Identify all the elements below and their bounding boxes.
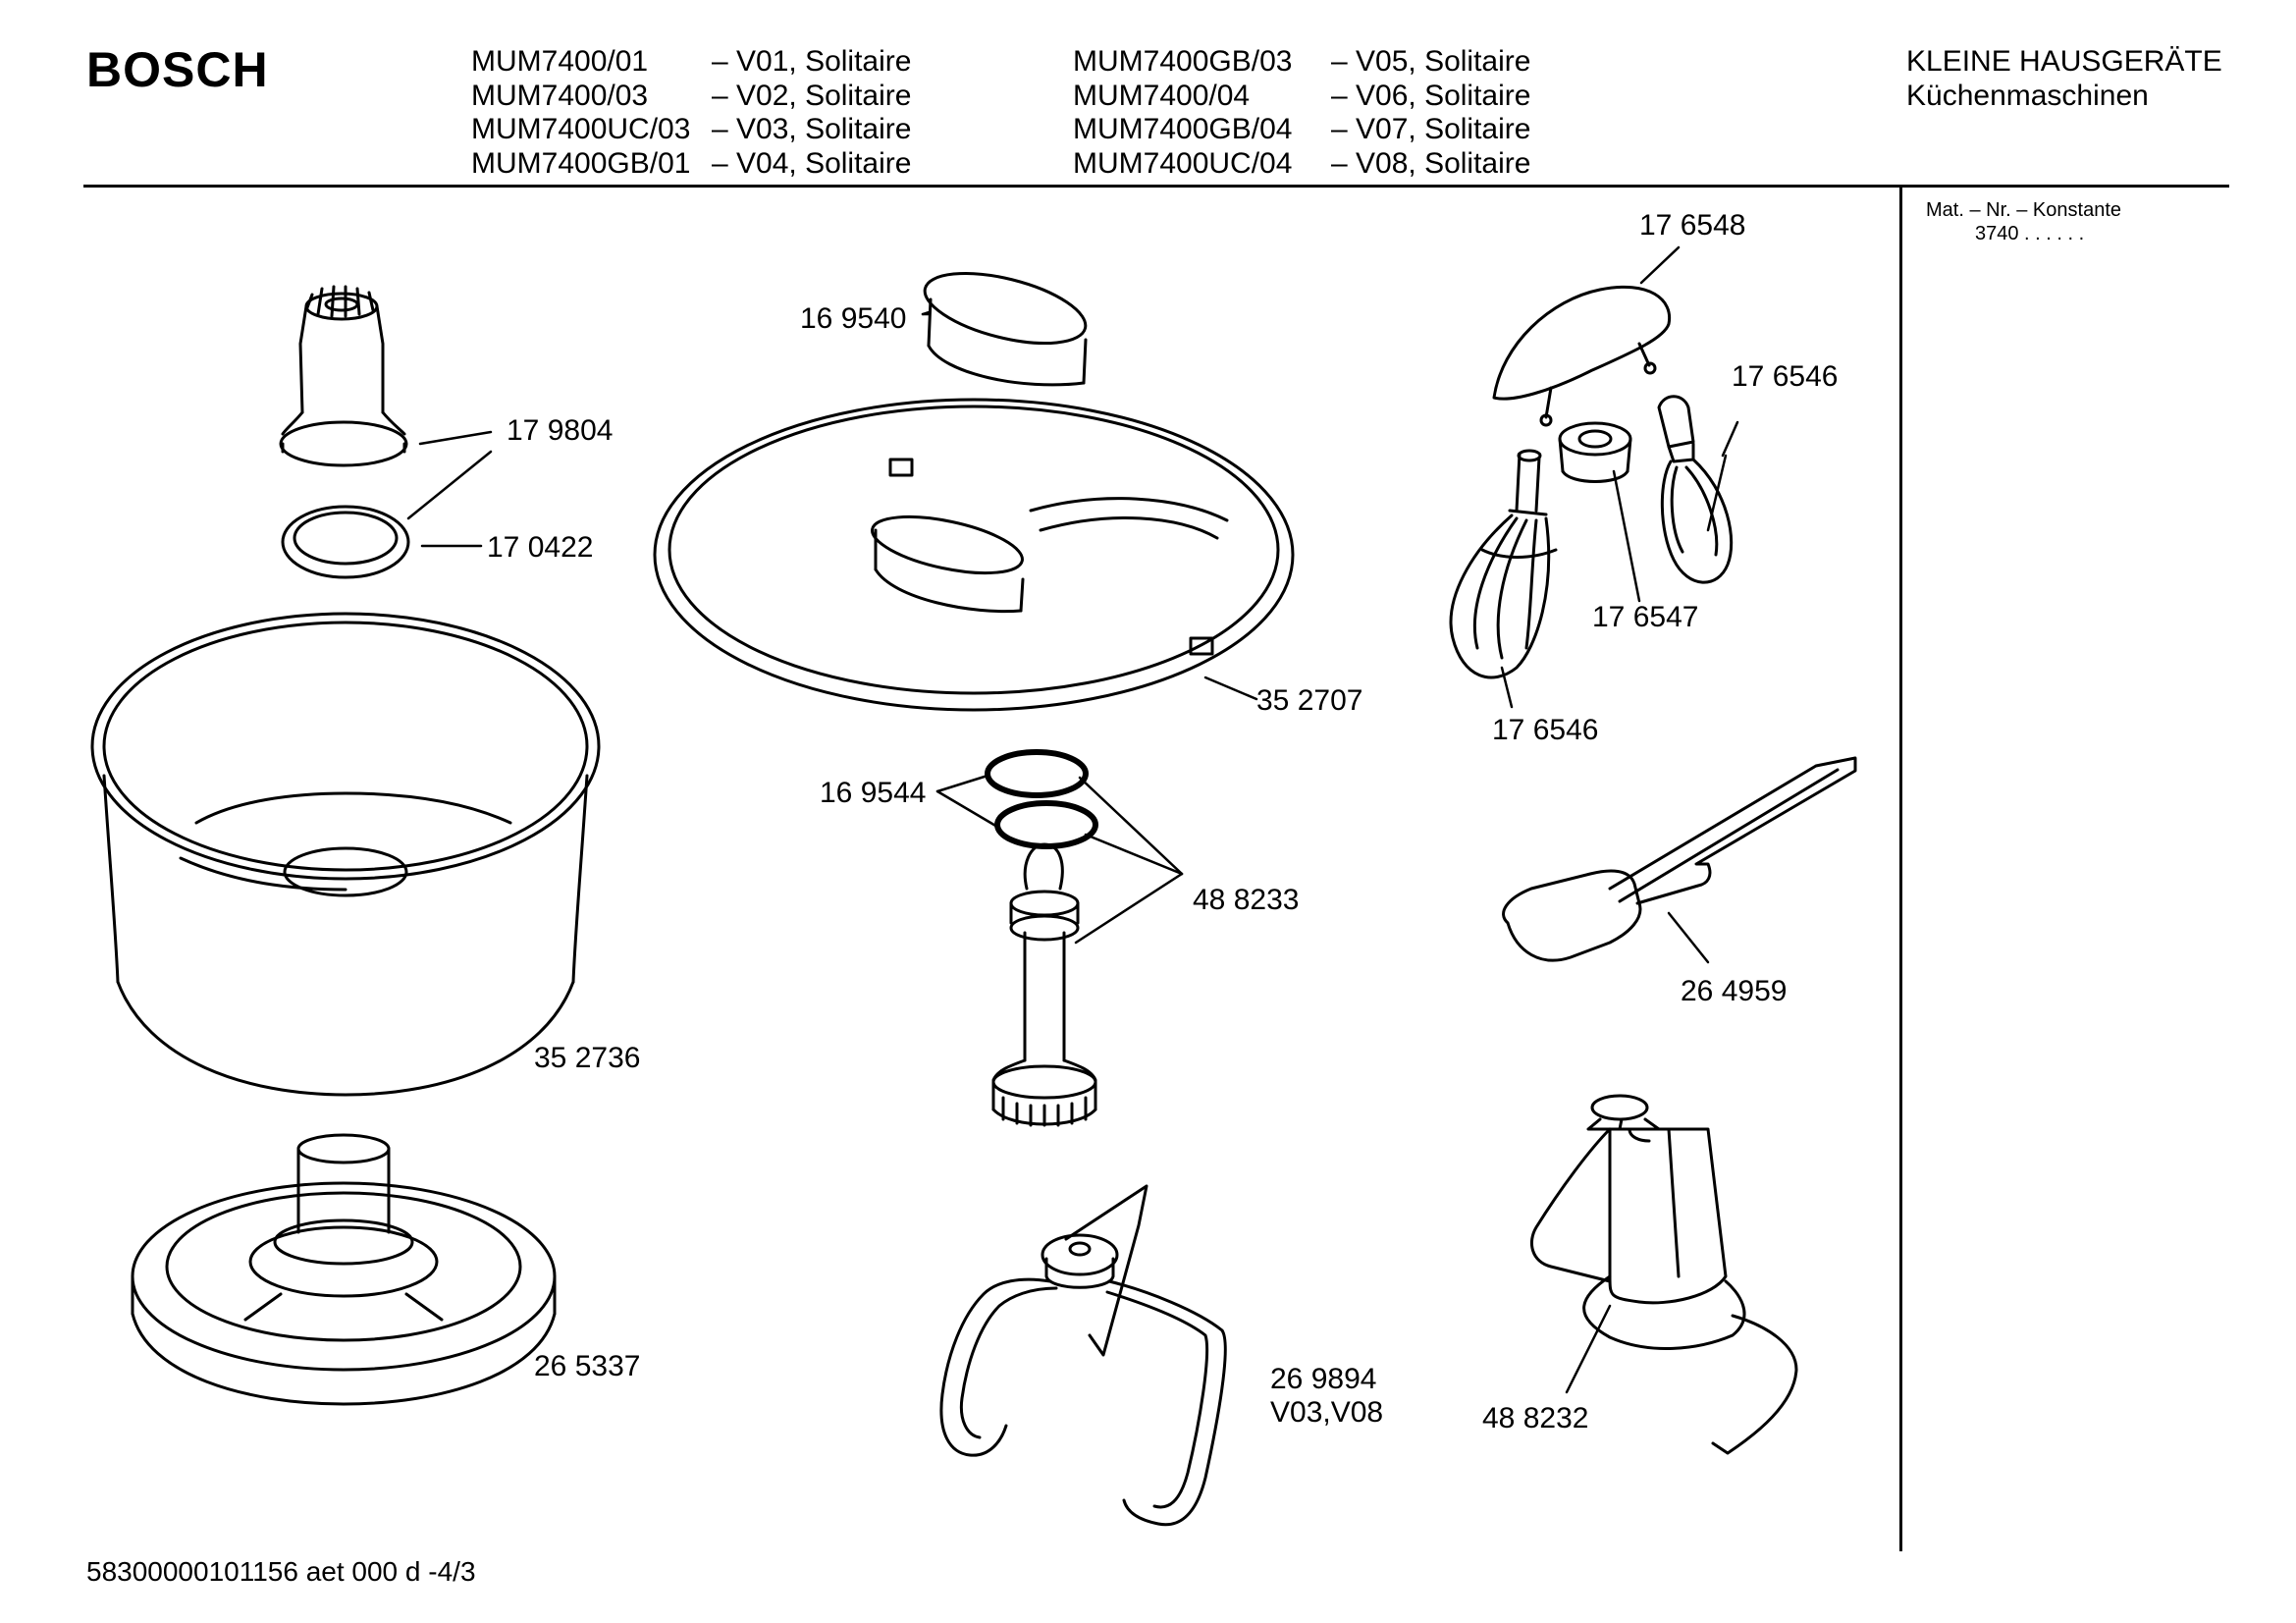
part-label: 26 4959 — [1681, 975, 1788, 1007]
category-subtitle: Küchenmaschinen — [1906, 79, 2149, 112]
model-number: MUM7400GB/03 — [1073, 45, 1293, 78]
leader-lines — [406, 245, 1739, 1394]
part-label: 17 6547 — [1592, 601, 1699, 633]
header-divider — [83, 185, 2229, 188]
model-row: MUM7400/03 – V02, Solitaire — [471, 80, 911, 114]
model-variant: – V06, Solitaire — [1331, 79, 1531, 112]
model-number: MUM7400/03 — [471, 79, 649, 112]
part-label: 35 2736 — [534, 1042, 641, 1074]
side-divider — [1899, 187, 1902, 1551]
material-number-block: Mat. – Nr. – Konstante 3740 . . . . . . — [1926, 198, 2121, 245]
part-label: 17 9804 — [507, 414, 614, 447]
document-footer: 58300000101156 aet 000 d -4/3 — [86, 1556, 476, 1587]
model-row: MUM7400UC/04 – V08, Solitaire — [1073, 147, 1530, 182]
part-label: 48 8232 — [1482, 1402, 1589, 1434]
model-variant: – V01, Solitaire — [712, 45, 912, 78]
feed-insert-part — [923, 271, 1088, 387]
dough-hook-part — [1530, 1094, 1798, 1455]
model-row: MUM7400UC/03 – V03, Solitaire — [471, 113, 911, 147]
part-label: 17 6546 — [1732, 360, 1839, 393]
part-label: 26 9894 — [1270, 1363, 1377, 1395]
bowl-base-part — [131, 1133, 557, 1406]
model-row: MUM7400/01 – V01, Solitaire — [471, 45, 911, 80]
model-list-left: MUM7400/01 – V01, Solitaire MUM7400/03 – V… — [471, 45, 911, 181]
model-number: MUM7400/04 — [1073, 79, 1251, 112]
whisk-part — [1449, 449, 1558, 679]
model-number: MUM7400UC/04 — [1073, 146, 1293, 180]
material-number-value: 3740 . . . . . . — [1975, 223, 2085, 244]
material-number-label: Mat. – Nr. – Konstante — [1926, 199, 2121, 221]
whisk-collar-part — [1558, 421, 1632, 483]
model-number: MUM7400UC/03 — [471, 113, 691, 145]
beater-part — [1657, 395, 1734, 584]
model-number: MUM7400GB/01 — [471, 146, 691, 180]
model-variant: – V07, Solitaire — [1331, 113, 1531, 145]
model-row: MUM7400/04 – V06, Solitaire — [1073, 80, 1530, 114]
bowl-lid-part — [653, 398, 1295, 712]
part-label: 17 0422 — [487, 531, 594, 564]
part-label: 48 8233 — [1193, 884, 1300, 916]
model-variant: – V02, Solitaire — [712, 79, 912, 112]
model-row: MUM7400GB/03 – V05, Solitaire — [1073, 45, 1530, 80]
kneading-hook-part — [939, 1184, 1227, 1527]
sealing-ring-part — [281, 505, 410, 579]
part-label: 17 6546 — [1492, 714, 1599, 746]
model-variant: – V08, Solitaire — [1331, 146, 1531, 180]
model-row: MUM7400GB/04 – V07, Solitaire — [1073, 113, 1530, 147]
model-variant: – V03, Solitaire — [712, 113, 912, 145]
spatula-part — [1502, 756, 1857, 962]
model-number: MUM7400/01 — [471, 45, 649, 78]
part-label: 16 9540 — [800, 302, 907, 335]
category-block: KLEINE HAUSGERÄTE Küchenmaschinen — [1906, 45, 2222, 113]
part-label: 16 9544 — [820, 777, 927, 809]
model-variant: – V05, Solitaire — [1331, 45, 1531, 78]
model-list-right: MUM7400GB/03 – V05, Solitaire MUM7400/04 –… — [1073, 45, 1530, 181]
cover-cap-part — [1492, 285, 1672, 427]
o-ring-pair-part — [985, 749, 1098, 849]
model-row: MUM7400GB/01 – V04, Solitaire — [471, 147, 911, 182]
model-number: MUM7400GB/04 — [1073, 113, 1293, 145]
part-label-note: V03,V08 — [1270, 1396, 1384, 1429]
drive-shaft-part — [991, 842, 1097, 1127]
part-label: 35 2707 — [1256, 684, 1363, 717]
part-label: 17 6548 — [1639, 209, 1746, 242]
part-label: 26 5337 — [534, 1350, 641, 1382]
brand-logo: BOSCH — [86, 42, 269, 97]
mixing-bowl-part — [90, 612, 601, 1097]
model-variant: – V04, Solitaire — [712, 146, 912, 180]
cone-attachment-part — [279, 285, 408, 467]
category-title: KLEINE HAUSGERÄTE — [1906, 45, 2222, 78]
